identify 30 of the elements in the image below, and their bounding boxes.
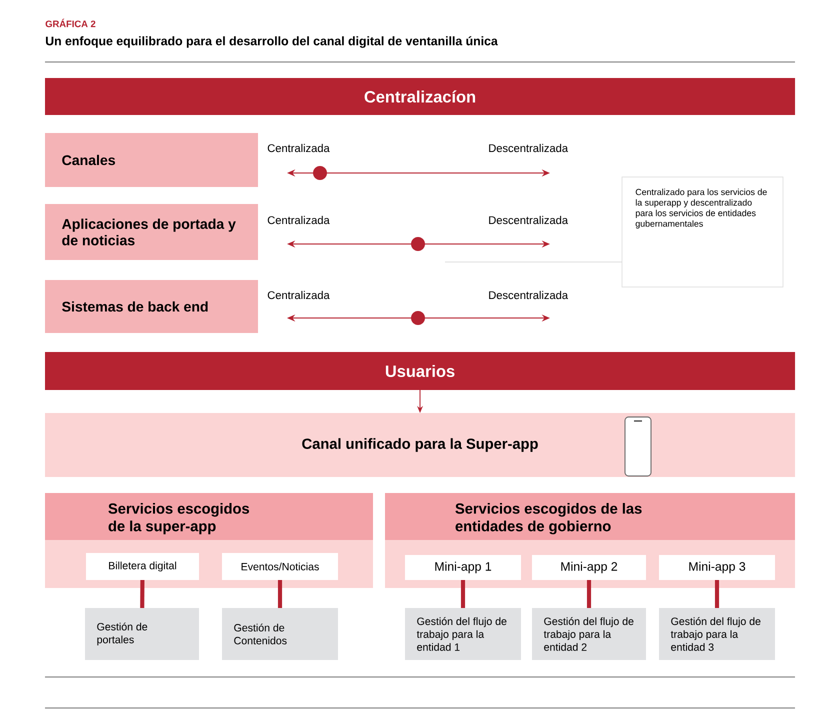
scale-label: Centralizada bbox=[268, 216, 330, 224]
category-box: Aplicaciones de portada y de noticias bbox=[45, 204, 258, 260]
figure-title: Un enfoque equilibrado para el desarrollo del canal digital de ventanilla única bbox=[46, 36, 498, 48]
scale-label: Descentralizada bbox=[489, 216, 568, 224]
channel-box: Canal unificado para la Super-app bbox=[45, 413, 796, 477]
connector-line bbox=[140, 580, 144, 608]
category-box: Sistemas de back end bbox=[45, 280, 258, 333]
mini-app-box: Mini-app 2 bbox=[532, 555, 646, 580]
mini-app-box: Mini-app 3 bbox=[659, 555, 776, 580]
management-box: Gestión de Contenidos bbox=[222, 608, 338, 660]
scale-label: Centralizada bbox=[268, 144, 330, 152]
connector-line bbox=[714, 580, 720, 608]
management-box: Gestión del flujo de trabajo para la entidad 1 bbox=[405, 608, 521, 660]
scale-label: Centralizada bbox=[268, 290, 330, 300]
scale-label: Descentralizada bbox=[489, 144, 568, 152]
mini-app-box: Mini-app 1 bbox=[405, 555, 521, 580]
service-box: Eventos/Noticias bbox=[222, 553, 338, 580]
connector-line bbox=[586, 580, 592, 608]
section-band: Usuarios bbox=[45, 352, 796, 390]
scale-label: Descentralizada bbox=[489, 290, 568, 300]
section-band: Centralizacíon bbox=[45, 78, 796, 115]
management-box: Gestión del flujo de trabajo para la entidad 2 bbox=[532, 608, 646, 660]
management-box: Gestión del flujo de trabajo para la entidad 3 bbox=[659, 608, 776, 660]
note-box: Centralizado para los servicios de la superapp y descentralizado para los servicios de entidades gubernamentales bbox=[622, 176, 784, 288]
figure-number: GRÁFICA 2 bbox=[46, 18, 96, 28]
connector-line bbox=[460, 580, 466, 608]
connector-line bbox=[278, 580, 282, 608]
service-box: Billetera digital bbox=[86, 553, 199, 580]
management-box: Gestión de portales bbox=[85, 608, 199, 660]
category-box: Canales bbox=[45, 133, 258, 187]
